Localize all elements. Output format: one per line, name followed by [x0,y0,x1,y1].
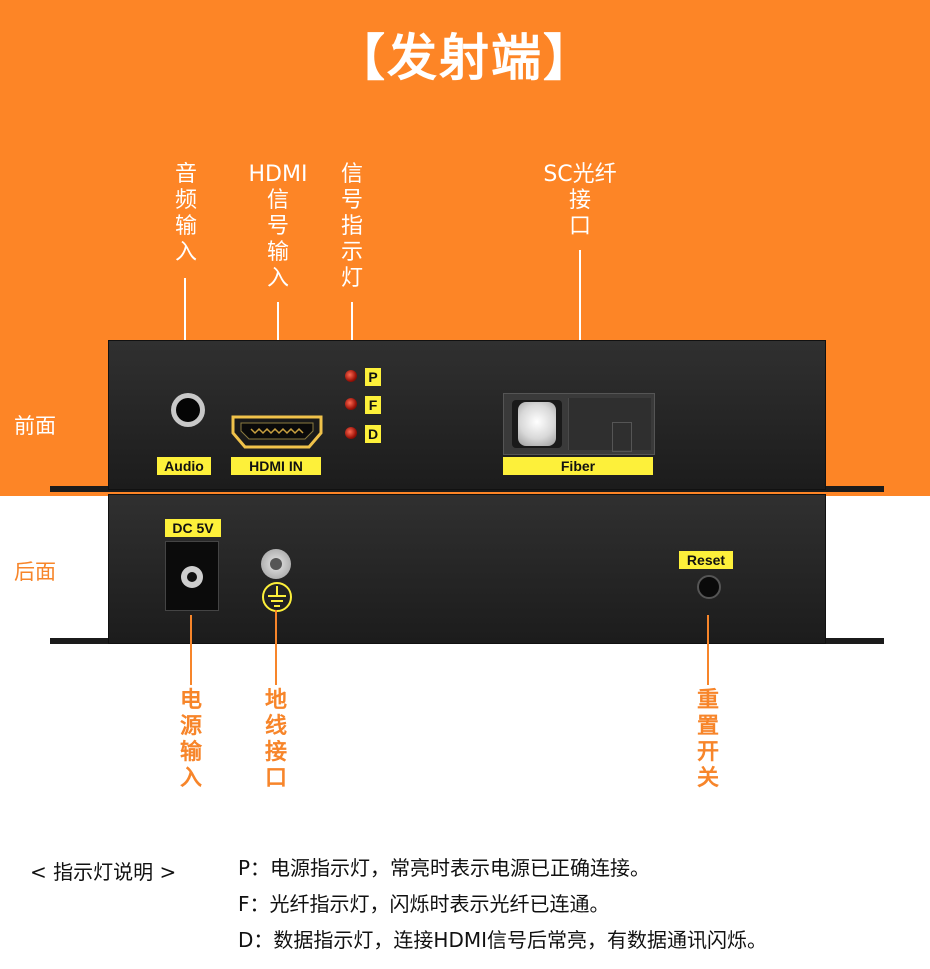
audio-pointer-line [184,278,186,388]
fiber-port-label: Fiber [503,457,653,475]
ground-icon [262,582,292,612]
dc-power-jack[interactable] [165,541,219,611]
back-panel: DC 5V Reset [108,494,826,644]
reset-pointer-line [707,615,709,685]
power-led [345,370,357,382]
audio-input-label: 音 频 输 入 [174,162,197,265]
legend-line-d: D：数据指示灯，连接HDMI信号后常亮，有数据通讯闪烁。 [238,928,767,952]
front-panel: Audio HDMI IN P F D Fiber [108,340,826,490]
dc-port-label: DC 5V [165,519,221,537]
back-label: 后面 [14,560,56,584]
power-pointer-line [190,615,192,685]
audio-jack[interactable] [171,393,205,427]
led-p-label: P [365,368,381,386]
hdmi-port[interactable] [229,411,325,451]
sc-fiber-port[interactable] [503,393,655,455]
reset-button[interactable] [697,575,721,599]
signal-indicator-label: 信 号 指 示 灯 [340,162,363,291]
hdmi-port-label: HDMI IN [231,457,321,475]
led-f-label: F [365,396,381,414]
fiber-led [345,398,357,410]
legend-line-p: P：电源指示灯，常亮时表示电源已正确连接。 [238,856,651,880]
fiber-pointer-line [579,250,581,380]
led-pointer-line [351,302,353,362]
page-title: 【发射端】 [335,29,595,87]
sc-fiber-label: SC光纤 接 口 [543,162,617,239]
legend-line-f: F：光纤指示灯，闪烁时表示光纤已连通。 [238,892,610,916]
power-input-label: 电 源 输 入 [179,688,202,791]
reset-label: Reset [679,551,733,569]
front-label: 前面 [14,414,56,438]
ground-screw[interactable] [261,549,291,579]
audio-port-label: Audio [157,457,211,475]
hdmi-input-label: HDMI 信 号 输 入 [248,162,308,291]
ground-port-label: 地 线 接 口 [264,688,287,791]
legend-heading: < 指示灯说明 > [30,860,177,884]
led-d-label: D [365,425,381,443]
reset-switch-label: 重 置 开 关 [696,688,719,791]
data-led [345,427,357,439]
ground-pointer-line [275,610,277,685]
